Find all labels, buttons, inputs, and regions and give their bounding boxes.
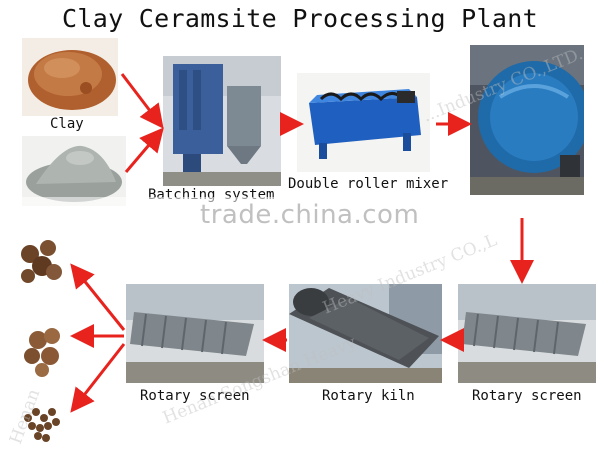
- rotary-kiln-label: Rotary kiln: [322, 388, 415, 404]
- ceramsite-pellets-photo: [14, 232, 70, 446]
- rotary-kiln-photo: [289, 284, 442, 383]
- arrow-screen-to-pellets-top: [70, 263, 126, 331]
- granulator-photo: [470, 45, 584, 195]
- rotary-screen-right-label: Rotary screen: [472, 388, 582, 404]
- diagram-title: Clay Ceramsite Processing Plant: [62, 4, 538, 33]
- watermark-text: trade.china.com: [200, 200, 420, 230]
- powder-photo: [22, 136, 126, 206]
- rotary-screen-left-label: Rotary screen: [140, 388, 250, 404]
- double-roller-mixer-label: Double roller mixer: [288, 176, 449, 192]
- arrow-screen-to-pellets-bottom: [70, 343, 126, 413]
- rotary-screen-left-photo: [126, 284, 264, 383]
- clay-photo: [22, 38, 118, 116]
- clay-label: Clay: [50, 116, 84, 132]
- batching-system-photo: [163, 56, 281, 186]
- arrow-clay-to-batching: [120, 73, 164, 129]
- arrow-powder-to-batching: [124, 127, 164, 173]
- rotary-screen-right-photo: [458, 284, 596, 383]
- watermark-band: [0, 197, 600, 235]
- double-roller-mixer-photo: [297, 73, 430, 172]
